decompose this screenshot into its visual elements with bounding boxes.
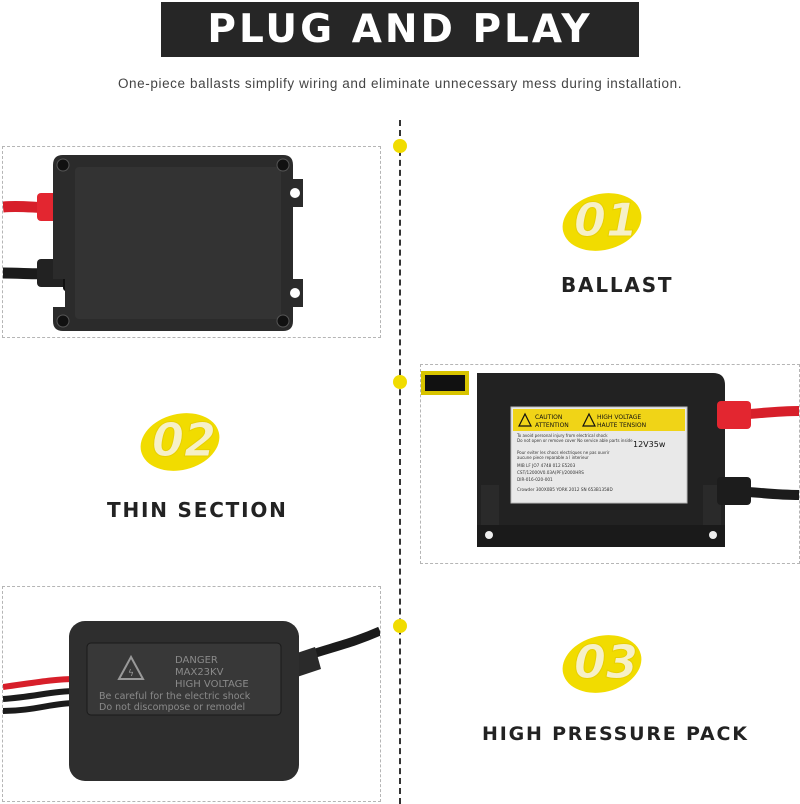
sticker-line-6: CST/12000V0.03A(PF)/2000HRS xyxy=(517,470,584,475)
sticker-line-1: To avoid personal injury from electrical… xyxy=(516,433,608,438)
haute-tension-text: HAUTE TENSION xyxy=(597,422,646,429)
pack-high-voltage-text: HIGH VOLTAGE xyxy=(175,679,249,690)
feature-number-01: 01 xyxy=(556,178,656,258)
timeline-dot-1 xyxy=(393,139,407,153)
feature-number-03-text: 03 xyxy=(574,635,638,689)
attention-text: ATTENTION xyxy=(535,422,569,429)
feature-number-03: 03 xyxy=(556,620,656,700)
feature-label-ballast: BALLAST xyxy=(561,273,674,297)
sticker-line-3: Pour eviter les chocs electriques ne pas… xyxy=(517,450,610,455)
danger-text: DANGER xyxy=(175,655,218,666)
sticker-line-2: Do not open or remove cover No service a… xyxy=(517,438,633,443)
ballast-image xyxy=(3,155,303,331)
lightning-icon: ϟ xyxy=(128,669,134,679)
ballast-photo xyxy=(2,146,381,338)
high-pressure-pack-photo: ϟ DANGER MAX23KV HIGH VOLTAGE Be careful… xyxy=(2,586,381,802)
rating-text: 12V35w xyxy=(633,440,666,449)
feature-number-02: 02 xyxy=(134,398,234,478)
feature-number-02-text: 02 xyxy=(152,413,216,467)
sticker-line-4: aucune piece reparable a l interieur xyxy=(517,455,589,460)
timeline-dot-2 xyxy=(393,375,407,389)
feature-label-thin-section: THIN SECTION xyxy=(107,498,288,522)
timeline-dot-3 xyxy=(393,619,407,633)
feature-label-high-pressure-pack: HIGH PRESSURE PACK xyxy=(482,723,749,745)
pack-warning-1: Be careful for the electric shock xyxy=(99,691,251,702)
timeline-line xyxy=(399,120,401,804)
sticker-line-8: Crowder 300X0B5 YORK 2012 SN 653B1358D xyxy=(517,487,613,492)
max-voltage-text: MAX23KV xyxy=(175,667,224,678)
ballast-side-photo: CAUTION ATTENTION HIGH VOLTAGE HAUTE TEN… xyxy=(420,364,800,564)
sticker-line-5: MIB LF JO7 4748 012 E5203 xyxy=(517,463,576,468)
feature-number-01-text: 01 xyxy=(574,193,638,247)
sticker-line-7: DIR-016-020-001 xyxy=(517,477,553,482)
caution-text: CAUTION xyxy=(535,414,562,421)
pack-warning-2: Do not discompose or remodel xyxy=(99,702,245,713)
banner-title: PLUG AND PLAY xyxy=(161,2,639,57)
high-voltage-text: HIGH VOLTAGE xyxy=(597,414,641,421)
subtitle-text: One-piece ballasts simplify wiring and e… xyxy=(117,76,683,91)
